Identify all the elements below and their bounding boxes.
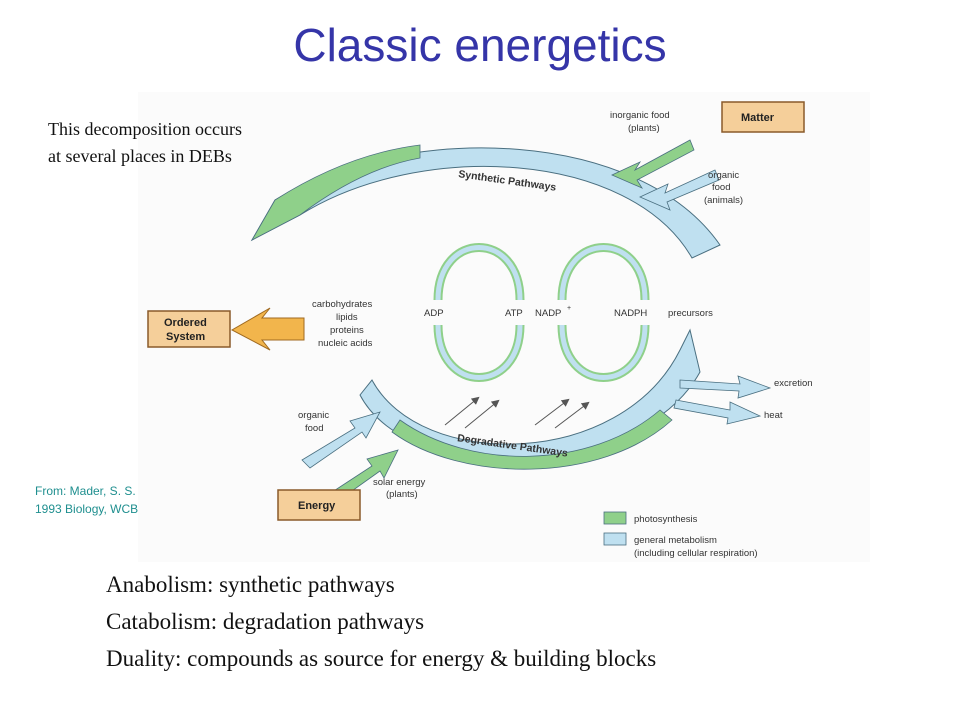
organic-food-in-arrow bbox=[301, 411, 381, 469]
organic-food-animals-label-2: food bbox=[712, 182, 731, 193]
note-line-2: at several places in DEBs bbox=[48, 146, 232, 166]
legend-swatch-general bbox=[603, 532, 627, 546]
nadp-label: NADP bbox=[535, 308, 561, 319]
synthetic-pathways-green bbox=[250, 144, 421, 241]
ordered-system-label-1: Ordered bbox=[164, 317, 207, 329]
lipids-label: lipids bbox=[336, 312, 358, 323]
slide-title: Classic energetics bbox=[293, 19, 667, 71]
note-line-1: This decomposition occurs bbox=[48, 119, 242, 139]
decomposition-note: This decomposition occurs at several pla… bbox=[48, 116, 358, 170]
inorganic-food-label-1: inorganic food bbox=[610, 110, 670, 121]
organic-food-animals-label-1: organic bbox=[708, 170, 739, 181]
atp-label: ATP bbox=[505, 308, 523, 319]
energy-box-label: Energy bbox=[298, 500, 336, 512]
solar-energy-label-2: (plants) bbox=[386, 489, 418, 500]
nadph-label: NADPH bbox=[614, 308, 647, 319]
energy-arrow bbox=[464, 399, 500, 429]
credit-line-2: 1993 Biology, WCB bbox=[35, 502, 139, 516]
nadp-superscript: + bbox=[567, 305, 571, 312]
atp-cycle-top-inner bbox=[435, 245, 523, 301]
proteins-label: proteins bbox=[330, 325, 364, 336]
energy-arrow bbox=[554, 401, 590, 429]
organic-food-label-1: organic bbox=[298, 410, 329, 421]
matter-box-label: Matter bbox=[741, 112, 775, 124]
source-credit: From: Mader, S. S. 1993 Biology, WCB bbox=[35, 482, 138, 518]
energy-arrow bbox=[444, 396, 480, 426]
organic-food-label-2: food bbox=[305, 423, 324, 434]
summary-text: Anabolism: synthetic pathways Catabolism… bbox=[106, 566, 946, 677]
carbohydrates-label: carbohydrates bbox=[312, 299, 372, 310]
precursors-label: precursors bbox=[668, 308, 713, 319]
solar-energy-label-1: solar energy bbox=[373, 477, 426, 488]
inorganic-food-arrow bbox=[611, 139, 695, 189]
energy-box bbox=[277, 489, 361, 521]
nadph-cycle-top-inner bbox=[559, 245, 648, 301]
duality-line: Duality: compounds as source for energy … bbox=[106, 646, 657, 671]
legend-general-label-1: general metabolism bbox=[634, 535, 717, 546]
excretion-arrow bbox=[679, 375, 772, 399]
organic-food-arrow bbox=[639, 169, 720, 211]
heat-arrow bbox=[673, 399, 762, 425]
excretion-label: excretion bbox=[774, 378, 813, 389]
atp-cycle-bottom-inner bbox=[435, 324, 523, 380]
degradative-pathways-green bbox=[391, 409, 673, 470]
credit-line-1: From: Mader, S. S. bbox=[35, 484, 136, 498]
adp-label: ADP bbox=[424, 308, 444, 319]
legend-general-label-2: (including cellular respiration) bbox=[634, 548, 758, 559]
catabolism-line: Catabolism: degradation pathways bbox=[106, 609, 425, 634]
ordered-system-arrow bbox=[230, 307, 305, 351]
nucleic-acids-label: nucleic acids bbox=[318, 338, 373, 349]
inorganic-food-label-2: (plants) bbox=[628, 123, 660, 134]
heat-label: heat bbox=[764, 410, 783, 421]
energy-arrow bbox=[534, 398, 570, 426]
ordered-system-box bbox=[147, 310, 231, 348]
nadph-cycle-bottom-inner bbox=[559, 324, 648, 380]
anabolism-line: Anabolism: synthetic pathways bbox=[106, 572, 395, 597]
matter-box bbox=[721, 101, 805, 133]
legend-swatch-photosynthesis bbox=[603, 511, 627, 525]
ordered-system-label-2: System bbox=[166, 331, 205, 343]
organic-food-animals-label-3: (animals) bbox=[704, 195, 743, 206]
legend-photosynthesis-label: photosynthesis bbox=[634, 514, 698, 525]
